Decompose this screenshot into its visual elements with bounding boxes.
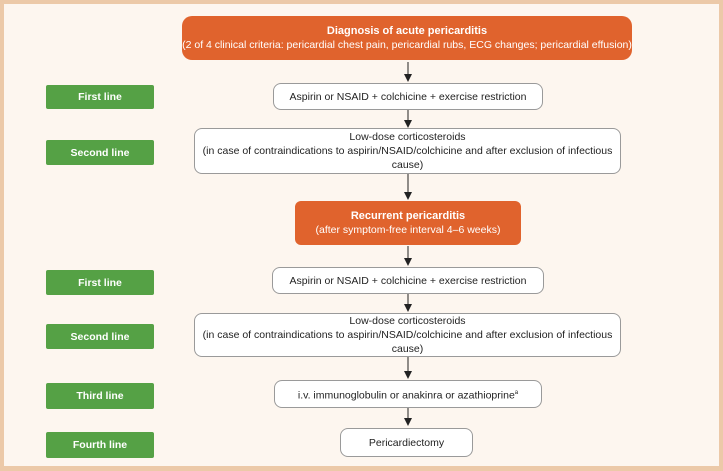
treatment-fourth: Pericardiectomy: [340, 428, 473, 457]
treatment-recurrent-second: Low-dose corticosteroids (in case of con…: [194, 313, 621, 357]
treatment-third: i.v. immunoglobulin or anakinra or azath…: [274, 380, 542, 408]
label-fourth-line: Fourth line: [46, 432, 154, 458]
diagnosis-criteria: (2 of 4 clinical criteria: pericardial c…: [182, 39, 632, 51]
third-treatment-text: i.v. immunoglobulin or anakinra or azath…: [297, 389, 515, 402]
recurrent-subtitle: (after symptom-free interval 4–6 weeks): [315, 224, 501, 236]
treatment-acute-second: Low-dose corticosteroids (in case of con…: [194, 128, 621, 174]
acute-second-note: (in case of contraindications to aspirin…: [202, 145, 613, 171]
third-treatment-footnote: a: [514, 389, 519, 396]
label-first-line-acute: First line: [46, 85, 154, 109]
label-first-line-recurrent: First line: [46, 270, 154, 295]
recurrent-title: Recurrent pericarditis: [350, 210, 466, 222]
diagnosis-title: Diagnosis of acute pericarditis: [326, 25, 488, 37]
diagnosis-box: Diagnosis of acute pericarditis (2 of 4 …: [182, 16, 632, 60]
rec-second-title: Low-dose corticosteroids: [349, 315, 466, 327]
label-second-line-recurrent: Second line: [46, 324, 154, 349]
acute-second-title: Low-dose corticosteroids: [349, 131, 466, 143]
treatment-recurrent-first: Aspirin or NSAID + colchicine + exercise…: [272, 267, 544, 294]
label-second-line-acute: Second line: [46, 140, 154, 165]
bottom-border: [0, 466, 723, 471]
treatment-acute-first: Aspirin or NSAID + colchicine + exercise…: [273, 83, 543, 110]
recurrent-box: Recurrent pericarditis (after symptom-fr…: [295, 201, 521, 245]
rec-second-note: (in case of contraindications to aspirin…: [202, 329, 613, 355]
label-third-line: Third line: [46, 383, 154, 409]
